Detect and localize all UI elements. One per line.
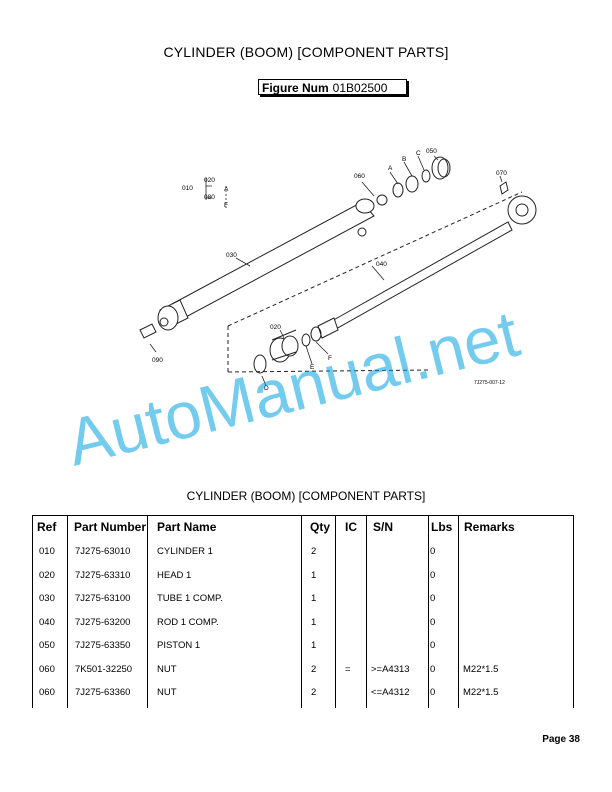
figure-number: 01B02500	[332, 81, 388, 95]
callout-F: F	[224, 202, 228, 209]
cell-qty: 1	[311, 640, 317, 651]
cell-part-name: CYLINDER 1	[157, 546, 213, 557]
header-part-number: Part Number	[74, 520, 147, 534]
cell-qty: 2	[311, 546, 317, 557]
callout-A2: A	[388, 165, 393, 172]
callout-040: 040	[376, 261, 387, 268]
cell-part-number: 7J275-63350	[75, 640, 131, 651]
callout-030: 030	[226, 252, 237, 259]
tube-part	[171, 201, 375, 319]
callout-070: 070	[496, 170, 507, 177]
cell-part-number: 7J275-63200	[75, 616, 131, 628]
cell-part-name: TUBE 1 COMP.	[157, 593, 223, 604]
table-row: 060 7K501-32250 NUT 2 = >=A4313 0 M22*1.5	[33, 664, 573, 688]
header-sn: S/N	[373, 520, 394, 534]
callout-050: 050	[426, 148, 437, 155]
cell-ref: 020	[39, 569, 55, 581]
cell-ref: 030	[39, 593, 55, 604]
callout-F2: F	[328, 355, 332, 362]
cell-remarks: M22*1.5	[463, 663, 499, 675]
callout-060: 060	[354, 173, 365, 180]
header-lbs: Lbs	[431, 520, 453, 534]
table-row: 030 7J275-63100 TUBE 1 COMP. 1 0	[33, 593, 573, 617]
cell-ref: 040	[39, 616, 55, 628]
callout-D: D	[264, 385, 269, 392]
cell-part-number: 7J275-63360	[75, 687, 131, 698]
callout-B: B	[402, 156, 406, 163]
table-row: 060 7J275-63360 NUT 2 <=A4312 0 M22*1.5	[33, 687, 573, 711]
figure-label: Figure Num	[262, 81, 329, 95]
table-title: CYLINDER (BOOM) [COMPONENT PARTS]	[186, 489, 426, 503]
cell-lbs: 0	[430, 593, 436, 604]
cell-part-name: PISTON 1	[157, 640, 201, 651]
header-part-name: Part Name	[157, 520, 217, 534]
table-row: 020 7J275-63310 HEAD 1 1 0	[33, 570, 573, 594]
cell-sn: <=A4312	[371, 687, 410, 698]
cell-lbs: 0	[430, 569, 436, 581]
cell-ref: 060	[39, 663, 55, 675]
page-number: Page 38	[542, 734, 580, 745]
cell-part-number: 7J275-63010	[75, 546, 131, 557]
cell-part-number: 7J275-63100	[75, 593, 131, 604]
cell-lbs: 0	[430, 640, 436, 651]
cell-ref: 050	[39, 640, 55, 651]
header-qty: Qty	[310, 520, 331, 534]
cell-ref: 010	[39, 546, 55, 557]
cell-qty: 1	[311, 593, 317, 604]
callout-020b: 020	[270, 324, 281, 331]
callout-010: 010	[182, 185, 193, 192]
cell-part-number: 7J275-63310	[75, 569, 131, 581]
cell-ic: =	[345, 663, 351, 675]
cell-part-name: NUT	[157, 663, 177, 675]
cell-lbs: 0	[430, 663, 436, 675]
cell-qty: 1	[311, 616, 317, 628]
callout-A: A	[224, 186, 229, 193]
header-ref: Ref	[37, 520, 57, 534]
callout-C: C	[416, 150, 421, 157]
cell-lbs: 0	[430, 616, 436, 628]
callout-080: 080	[204, 194, 215, 201]
cell-lbs: 0	[430, 546, 436, 557]
header-remarks: Remarks	[464, 520, 515, 534]
table-row: 050 7J275-63350 PISTON 1 1 0	[33, 640, 573, 664]
header-ic: IC	[345, 520, 357, 534]
diagram-code: 7J275-007-12	[474, 380, 505, 386]
cell-qty: 1	[311, 569, 317, 581]
cell-qty: 2	[311, 663, 317, 675]
table-row: 040 7J275-63200 ROD 1 COMP. 1 0	[33, 617, 573, 641]
callout-020: 020	[204, 177, 215, 184]
page-title: CYLINDER (BOOM) [COMPONENT PARTS]	[163, 44, 449, 60]
cell-sn: >=A4313	[371, 663, 410, 675]
cell-part-name: ROD 1 COMP.	[157, 616, 219, 628]
cell-remarks: M22*1.5	[463, 687, 499, 698]
callout-E: E	[310, 364, 315, 371]
callout-090: 090	[152, 357, 163, 364]
cell-part-name: NUT	[157, 687, 177, 698]
table-row: 010 7J275-63010 CYLINDER 1 2 0	[33, 546, 573, 570]
parts-table: Ref Part Number Part Name Qty IC S/N Lbs…	[32, 515, 574, 708]
exploded-diagram: 010 020 080 A F 030 060 A B C 050 070 04…	[139, 148, 537, 392]
cell-lbs: 0	[430, 687, 436, 698]
cell-ref: 060	[39, 687, 55, 698]
cell-qty: 2	[311, 687, 317, 698]
cell-part-name: HEAD 1	[157, 569, 192, 581]
cell-part-number: 7K501-32250	[75, 663, 133, 675]
